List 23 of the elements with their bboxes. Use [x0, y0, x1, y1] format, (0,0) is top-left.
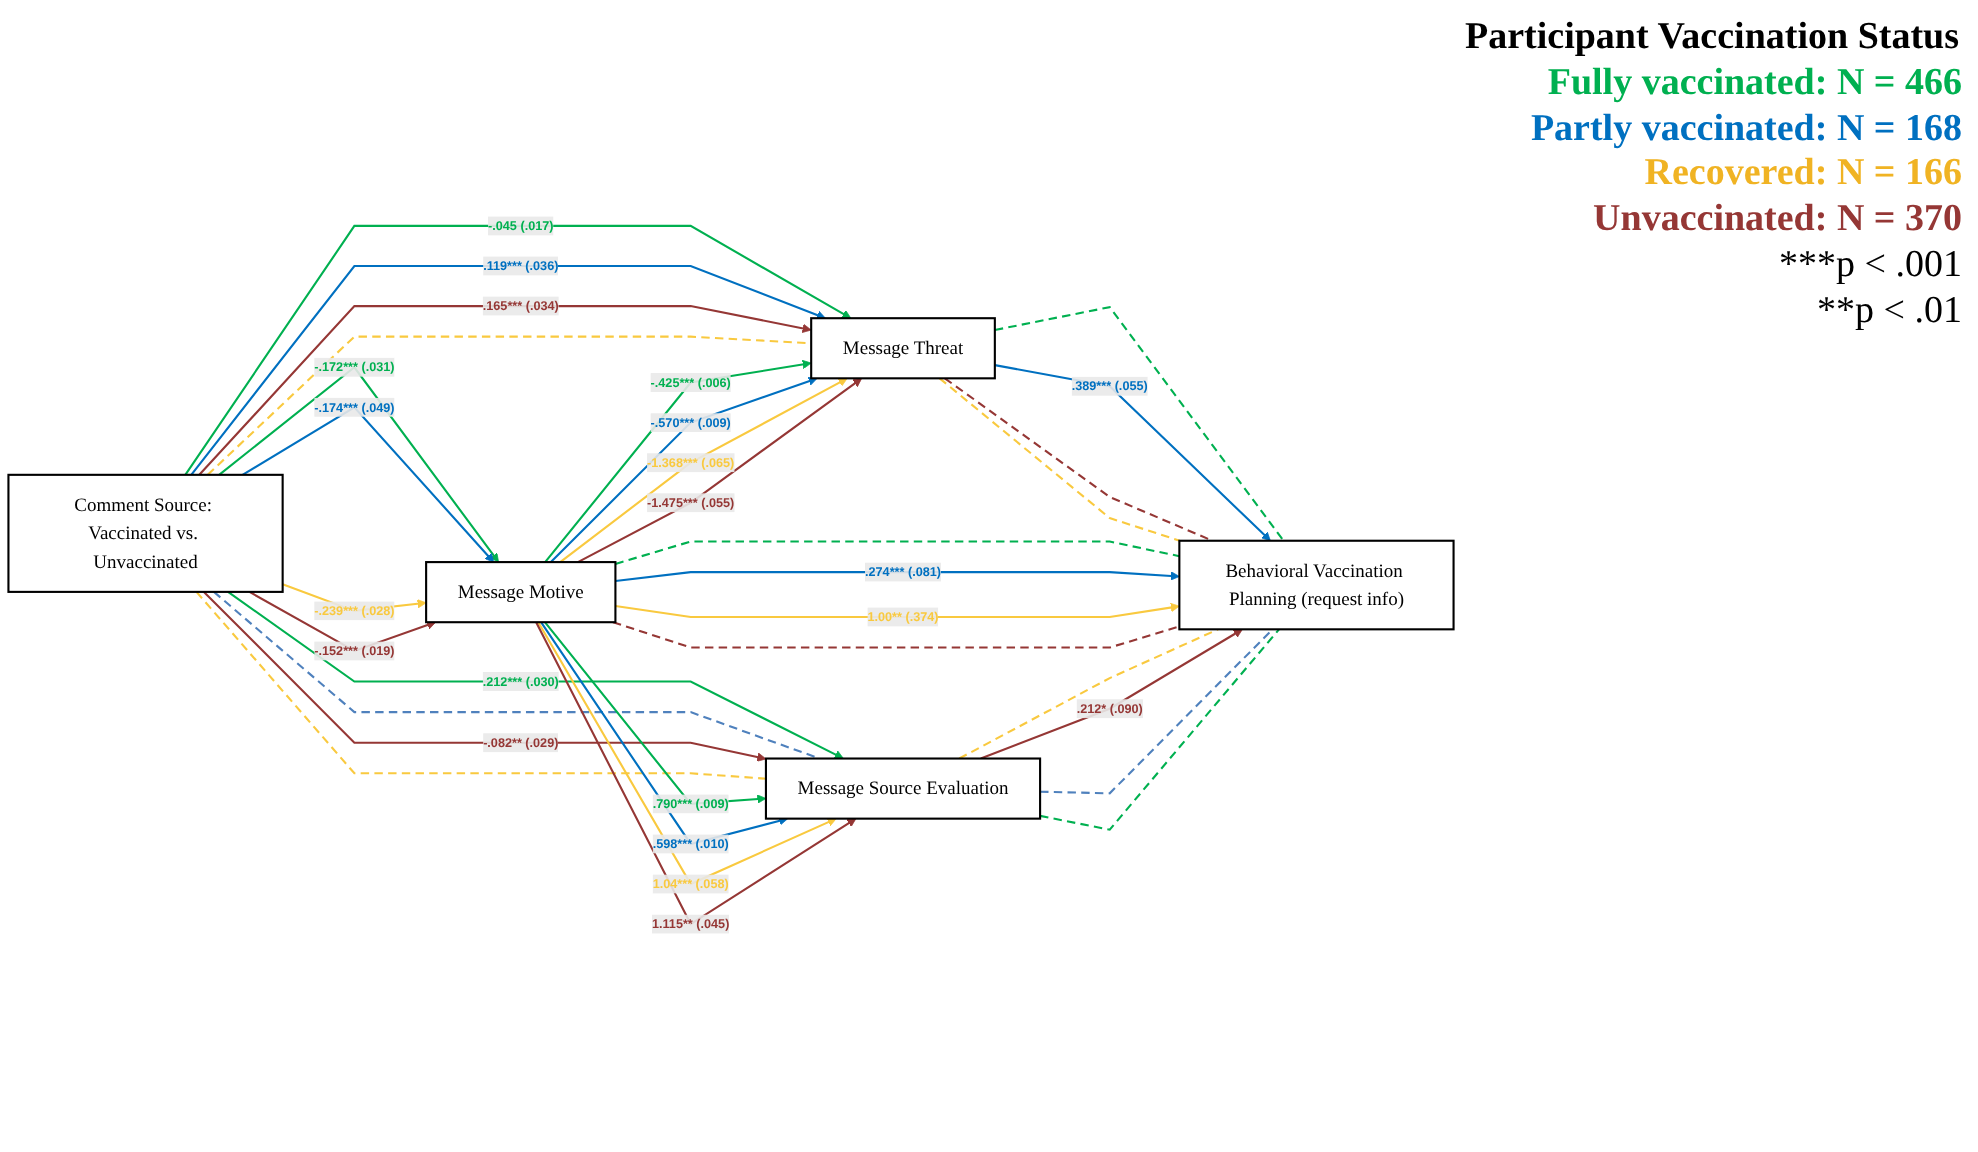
legend-entry: Unvaccinated: N = 370 [1591, 198, 1962, 244]
connector [206, 336, 812, 477]
connector [1039, 629, 1280, 832]
legend-entry: Recovered: N = 166 [1642, 152, 1962, 199]
arrow [198, 306, 812, 477]
node-box: Message Source Evaluation [764, 758, 1042, 821]
arrow [994, 365, 1271, 543]
legend-entry: Partly vaccinated: N = 168 [1528, 107, 1962, 153]
arrow [190, 265, 826, 477]
connector [612, 622, 1180, 650]
connector [994, 306, 1285, 543]
connector [1040, 629, 1274, 796]
legend-entry: Fully vaccinated: N = 466 [1545, 61, 1962, 108]
node-box: Message Motive [425, 562, 617, 625]
node-box: Comment Source: Vaccinated vs. Unvaccinated [7, 474, 284, 594]
significance-note: ***p < .001 [1777, 243, 1962, 290]
node-box: Message Threat [810, 318, 996, 381]
arrow [184, 225, 852, 477]
legend-title: Participant Vaccination Status [1462, 16, 1962, 62]
node-box: Behavioral Vaccination Planning (request info) [1178, 540, 1455, 632]
significance-note: **p < .01 [1815, 289, 1962, 336]
arrow [980, 629, 1243, 761]
connector [615, 541, 1180, 566]
